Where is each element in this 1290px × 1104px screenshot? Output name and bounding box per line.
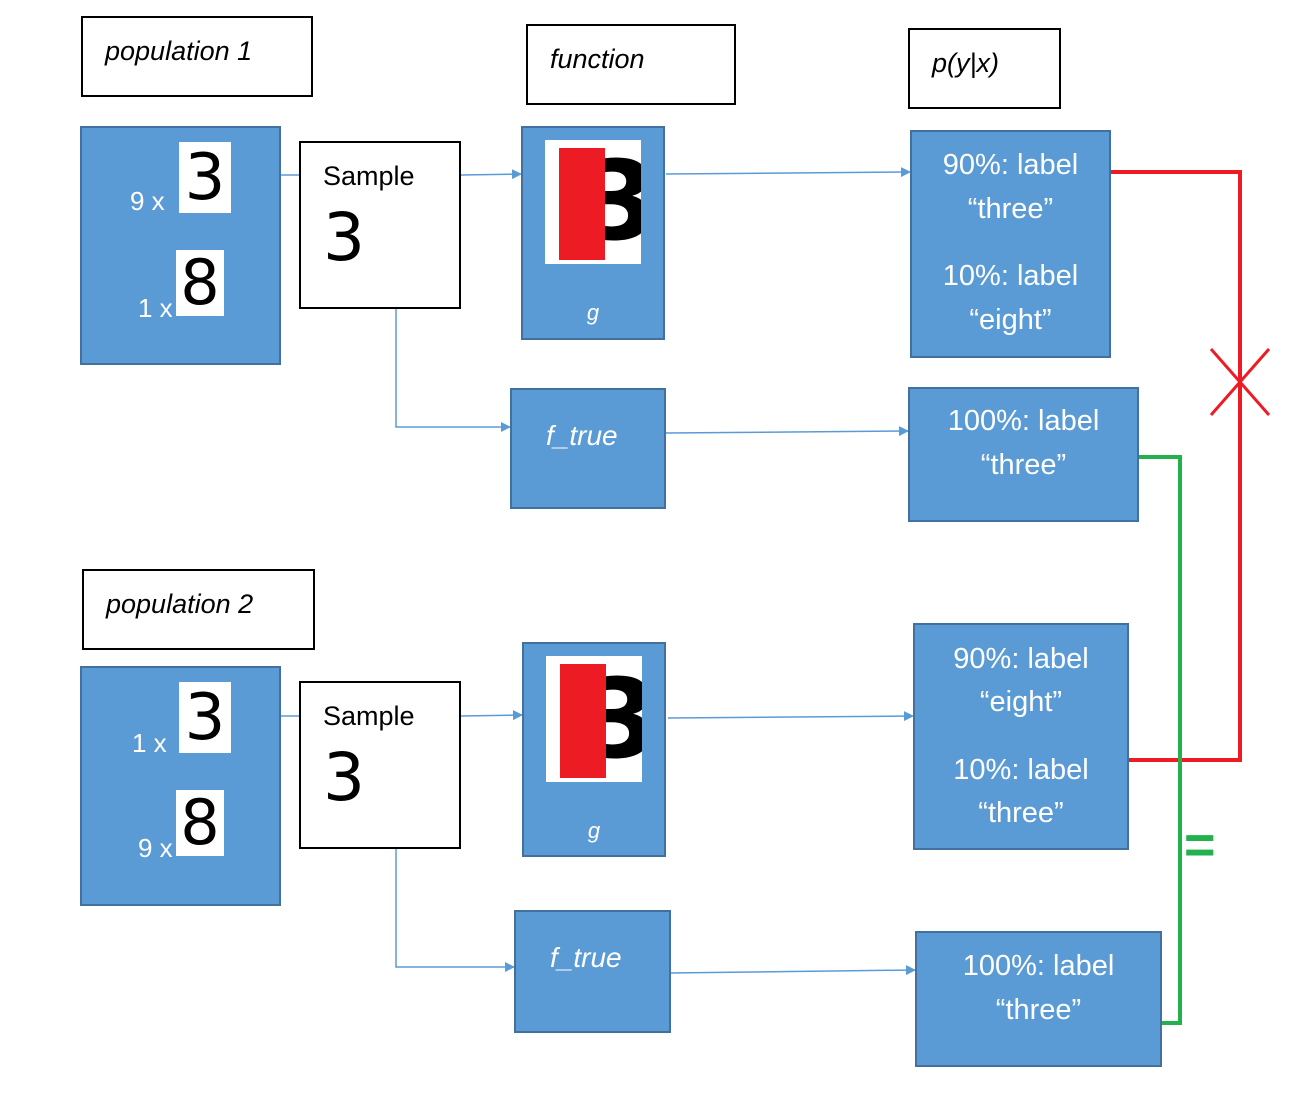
population-2-header: population 2 (82, 569, 315, 650)
function-header: function (526, 24, 736, 105)
population-1-box: 9 x 3 1 x 8 (80, 126, 281, 365)
sample1-to-ftrue1-arrow (395, 309, 511, 432)
population-2-box: 1 x 3 9 x 8 (80, 666, 281, 906)
sample-1-label: Sample (323, 161, 415, 191)
output-g2-line4: “three” (978, 797, 1064, 829)
ftrue-2-label: f_true (550, 942, 622, 973)
function-header-text: function (550, 44, 645, 74)
g2-label: g (587, 818, 601, 843)
output-g1-line1: 90%: label (942, 149, 1079, 181)
g-function-2-box: 3 g (522, 642, 666, 857)
sample2-to-ftrue2-arrow (395, 848, 515, 972)
sample1-to-g1-arrow (460, 169, 522, 180)
output-g1-box: 90%: label “three” 10%: label “eight” (910, 130, 1111, 358)
ftrue-2-box: f_true (514, 910, 671, 1033)
pop2-row1-digit-image: 3 (179, 682, 231, 753)
pop1-row1-count: 9 x (130, 186, 165, 216)
equal-symbol: = (1184, 815, 1216, 875)
sample-2-box: Sample 3 (299, 681, 461, 849)
sample-1-box: Sample 3 (299, 141, 461, 309)
pop2-row2-count: 9 x (138, 833, 173, 863)
sample-1-digit-image: 3 (323, 199, 365, 276)
output-g2-line3: 10%: label (953, 754, 1089, 786)
output-ftrue2-line2: “three” (995, 994, 1082, 1026)
sample2-to-g2-arrow (460, 710, 523, 721)
ftrue-1-box: f_true (510, 388, 666, 509)
g1-label: g (586, 300, 600, 325)
ftrue2-to-output-arrow (669, 965, 916, 976)
population-2-header-text: population 2 (106, 589, 254, 619)
output-ftrue2-line1: 100%: label (962, 950, 1115, 982)
output-g1-line3: 10%: label (942, 260, 1079, 292)
population-1-header-text: population 1 (105, 36, 253, 66)
ftrue-1-label: f_true (546, 420, 618, 451)
pop2-row1-count: 1 x (132, 728, 167, 758)
equal-bracket (1138, 455, 1182, 1025)
output-ftrue1-line1: 100%: label (947, 405, 1100, 437)
g2-to-output-arrow (667, 711, 914, 722)
pyx-header: p(y|x) (908, 28, 1061, 109)
g2-occlusion-patch (560, 664, 606, 778)
g1-to-output-arrow (665, 167, 911, 178)
output-g1-line2: “three” (967, 193, 1054, 225)
not-equal-bracket (1110, 170, 1242, 762)
g1-occluded-digit-image: 3 (545, 140, 641, 264)
cross-mark-stroke-2 (1209, 348, 1271, 416)
population-1-header: population 1 (81, 16, 313, 97)
g1-occlusion-patch (559, 148, 605, 260)
output-ftrue2-box: 100%: label “three” (915, 931, 1162, 1067)
pop1-row2-digit-image: 8 (176, 250, 224, 316)
g2-occluded-digit-image: 3 (546, 656, 642, 782)
output-ftrue1-line2: “three” (980, 449, 1067, 481)
output-g2-line1: 90%: label (953, 643, 1089, 675)
output-g1-line4: “eight” (969, 304, 1052, 336)
sample-2-label: Sample (323, 701, 415, 731)
output-g2-line2: “eight” (979, 686, 1063, 718)
pyx-header-text: p(y|x) (932, 48, 1000, 78)
sample-2-digit-image: 3 (323, 739, 365, 816)
pop1-row2-count: 1 x (138, 293, 173, 323)
g-function-1-box: 3 g (521, 126, 665, 340)
output-ftrue1-box: 100%: label “three” (908, 387, 1139, 522)
ftrue1-to-output-arrow (665, 426, 909, 437)
pop1-row1-digit-image: 3 (179, 142, 231, 213)
output-g2-box: 90%: label “eight” 10%: label “three” (913, 623, 1129, 850)
pop2-row2-digit-image: 8 (176, 790, 224, 856)
